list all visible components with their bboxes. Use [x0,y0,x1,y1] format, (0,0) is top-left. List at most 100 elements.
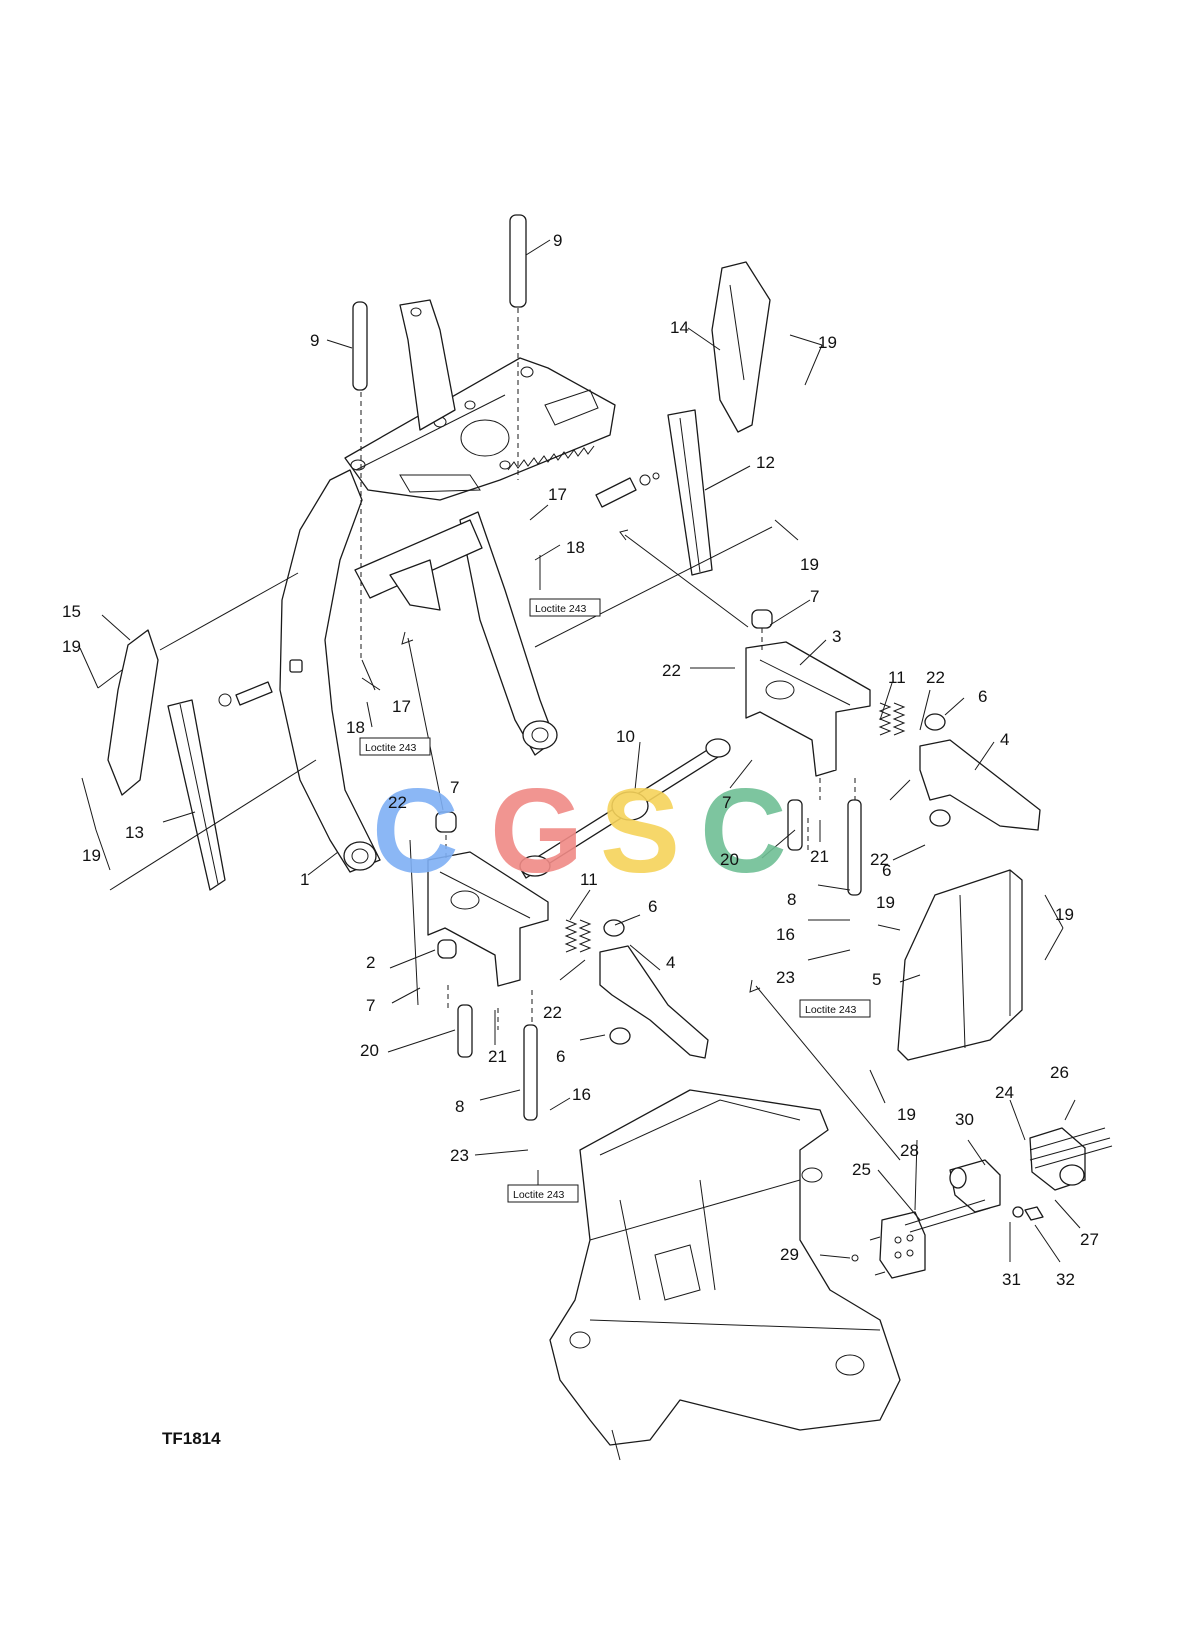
callout-8: 8 [787,890,796,909]
loctite-box-3: Loctite 243 [799,999,871,1018]
part-2-pedal-bracket [427,811,549,987]
callout-17: 17 [392,697,411,716]
callout-22: 22 [543,1003,562,1022]
part-15-bracket [107,629,159,796]
part-1-pedal-arm [279,469,381,873]
callout-22: 22 [870,850,889,869]
callout-4: 4 [1000,730,1009,749]
leader-lines [79,239,1081,1263]
callout-6: 6 [882,861,891,880]
part-12-channel [667,409,713,576]
callout-15: 15 [62,602,81,621]
callout-23: 23 [450,1146,469,1165]
callout-10: 10 [616,727,635,746]
callout-7: 7 [810,587,819,606]
callout-19: 19 [876,893,895,912]
callout-16: 16 [776,925,795,944]
callout-11: 11 [888,668,906,687]
part-3-pedal-bracket [745,609,871,777]
callout-22: 22 [926,668,945,687]
callout-32: 32 [1056,1270,1075,1289]
part-24-valve-assembly [1029,1127,1086,1191]
part-8-pin-right [847,799,862,896]
watermark-letter-g: G [490,764,583,898]
loctite-box-1: Loctite 243 [529,598,601,617]
callout-21: 21 [488,1047,507,1066]
part-30-solenoid [949,1159,1001,1213]
part-4-pedal-right [919,713,1041,831]
callout-25: 25 [852,1160,871,1179]
part-14-cover [711,261,771,433]
callout-7: 7 [722,793,731,812]
callout-19: 19 [897,1105,916,1124]
part-32-fitting [1012,1206,1044,1221]
part-10-rod [519,738,731,879]
callout-19: 19 [1055,905,1074,924]
part-upper-bracket-ear [399,299,456,431]
callout-24: 24 [995,1083,1014,1102]
callout-8: 8 [455,1097,464,1116]
callout-9: 9 [553,231,562,250]
svg-text:Loctite 243: Loctite 243 [535,603,587,615]
callout-30: 30 [955,1110,974,1129]
part-5-shield [897,869,1023,1061]
callout-19: 19 [82,846,101,865]
part-upper-bracket-plate [344,357,616,501]
callout-6: 6 [556,1047,565,1066]
callout-9: 9 [310,331,319,350]
callout-2: 2 [366,953,375,972]
callout-27: 27 [1080,1230,1099,1249]
callout-22: 22 [662,661,681,680]
callout-18: 18 [346,718,365,737]
watermark-letter-c2: C [700,764,787,898]
callout-23: 23 [776,968,795,987]
callout-4: 4 [666,953,675,972]
callout-6: 6 [978,687,987,706]
part-linkage-left [218,659,303,707]
callout-19: 19 [62,637,81,656]
callout-12: 12 [756,453,775,472]
part-20-pin-right [787,799,803,851]
cgsc-watermark: C G S C [372,764,787,898]
callout-7: 7 [450,778,459,797]
part-20-pin-left [457,1004,473,1058]
part-26-bolts [1029,1127,1113,1169]
callout-31: 31 [1002,1270,1021,1289]
watermark-letter-c1: C [372,764,459,898]
callout-3: 3 [832,627,841,646]
callout-18: 18 [566,538,585,557]
svg-text:Loctite 243: Loctite 243 [513,1189,565,1201]
callout-16: 16 [572,1085,591,1104]
alignment-lines [360,308,856,1030]
loctite-box-2: Loctite 243 [359,737,431,756]
callout-20: 20 [720,850,739,869]
part-chassis-frame [549,1089,901,1461]
callout-28: 28 [900,1141,919,1160]
part-pedal-arm-secondary [459,511,558,756]
callout-20: 20 [360,1041,379,1060]
svg-text:Loctite 243: Loctite 243 [365,742,417,754]
callout-14: 14 [670,318,689,337]
part-8-pin-left [523,1024,538,1121]
part-13-channel [167,699,226,891]
part-11-spring-left [564,919,592,953]
part-28-29-bolts [851,1199,991,1276]
part-9-pin-top [509,214,527,308]
part-25-manifold-plate [879,1211,926,1279]
part-9-pin-left [352,301,368,391]
callout-7: 7 [366,996,375,1015]
callout-26: 26 [1050,1063,1069,1082]
loctite-box-4: Loctite 243 [507,1184,579,1203]
svg-text:Loctite 243: Loctite 243 [805,1004,857,1016]
part-cross-shaft [354,519,483,611]
part-4-pedal-left [599,919,709,1059]
callout-6: 6 [648,897,657,916]
callout-29: 29 [780,1245,799,1264]
callout-5: 5 [872,970,881,989]
callout-22: 22 [388,793,407,812]
callout-labels: 9 9 14 19 12 17 18 19 15 19 7 3 22 11 22… [62,231,1099,1289]
watermark-letter-s: S [600,764,680,898]
callout-13: 13 [125,823,144,842]
figure-id: TF1814 [162,1429,221,1448]
